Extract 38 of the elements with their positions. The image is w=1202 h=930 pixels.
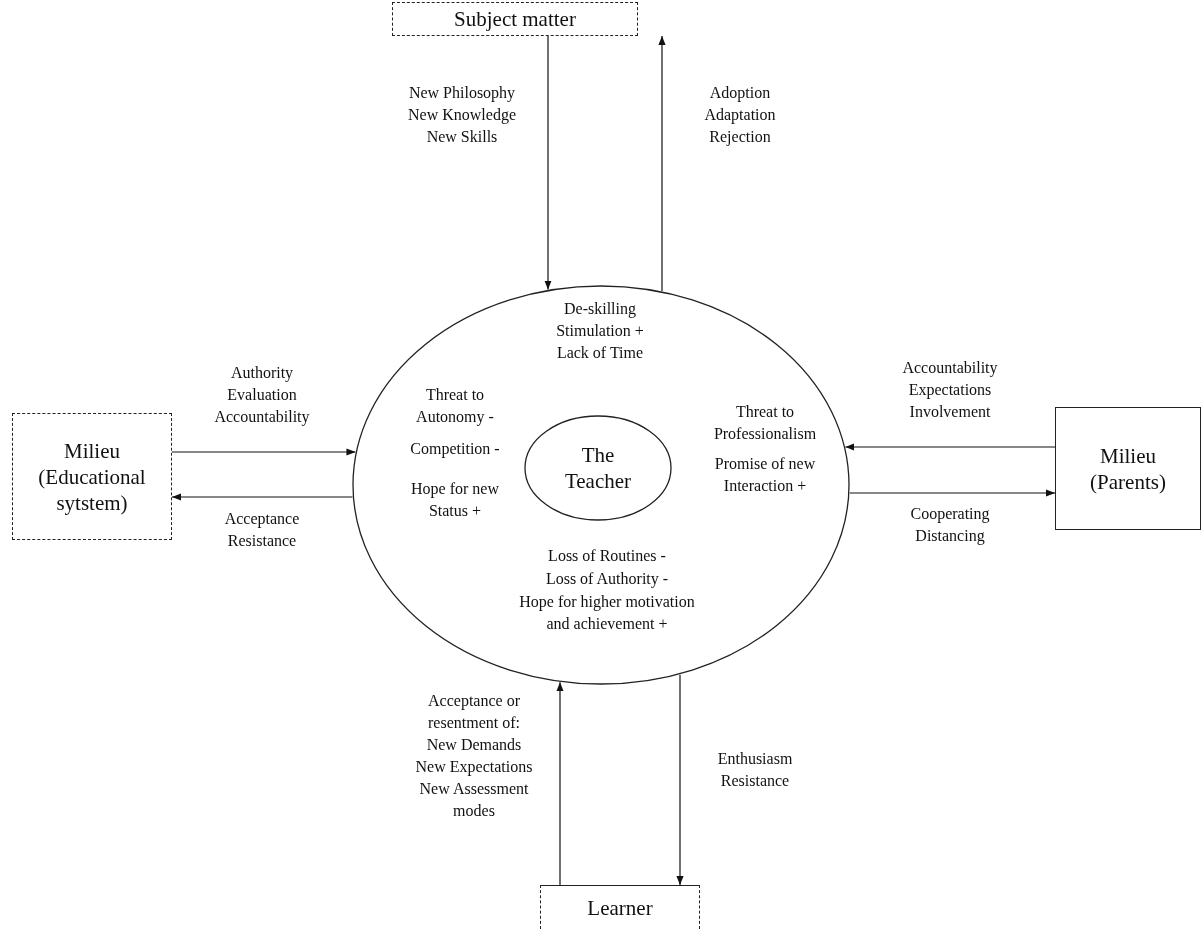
ellipse-text: Lack of Time <box>555 343 645 363</box>
edge-label: Adoption Adaptation Rejection <box>703 83 777 148</box>
arrow <box>556 681 564 886</box>
edge-label: Enthusiasm Resistance <box>716 749 794 791</box>
entity-box <box>12 413 172 540</box>
arrow <box>658 35 666 292</box>
ellipse-region <box>352 285 850 685</box>
ellipse-node <box>524 415 672 521</box>
edge-label: Acceptance Resistance <box>223 509 301 551</box>
entity-box <box>392 2 638 36</box>
arrow <box>844 443 1056 451</box>
node-label: Learner <box>586 894 654 921</box>
ellipse-text: Hope for new Status + <box>410 479 500 521</box>
arrow <box>171 493 354 501</box>
node-label: Milieu (Parents) <box>1089 442 1167 495</box>
edge-label: New Philosophy New Knowledge New Skills <box>407 83 517 147</box>
ellipse-text: Loss of Authority - <box>544 569 670 590</box>
ellipse-text: Hope for higher motivation and achievement + <box>518 592 696 634</box>
edge-label: Acceptance or resentment of: New Demands New Expectations New Assessment modes <box>414 691 534 821</box>
node-label: Subject matter <box>453 6 577 32</box>
ellipse-text: Threat to Professionalism <box>712 402 818 444</box>
entity-box <box>540 885 700 929</box>
ellipse-text: Loss of Routines - <box>547 546 667 566</box>
ellipse-text: De-skilling <box>563 299 637 320</box>
ellipse-text: Threat to Autonomy - <box>415 385 495 428</box>
edge-label: Cooperating Distancing <box>909 504 991 547</box>
edge-label: Accountability Expectations Involvement <box>901 358 999 422</box>
arrow <box>849 489 1056 497</box>
ellipse-text: Stimulation + <box>555 321 645 341</box>
entity-box <box>1055 407 1201 530</box>
arrow <box>544 35 552 291</box>
edge-label: Authority Evaluation Accountability <box>213 363 311 428</box>
ellipse-text: Competition - <box>409 439 501 460</box>
node-label: Milieu (Educational sytstem) <box>37 437 147 516</box>
arrow <box>676 674 684 886</box>
arrow <box>171 448 356 456</box>
ellipse-text: Promise of new Interaction + <box>713 454 817 496</box>
node-label: The Teacher <box>563 442 633 494</box>
